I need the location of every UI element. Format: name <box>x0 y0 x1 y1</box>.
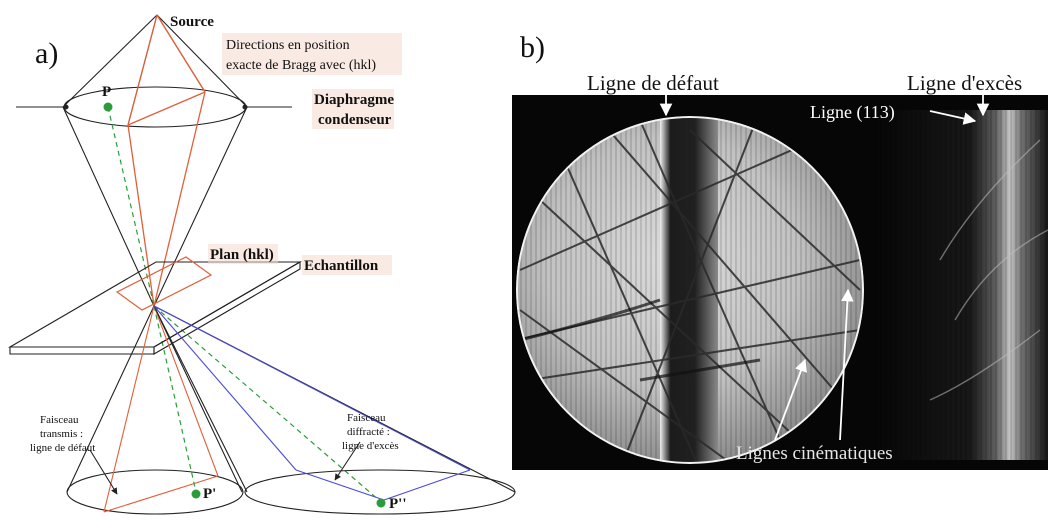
defect-line-label: Ligne de défaut <box>587 71 719 95</box>
diffracted-label-line2: diffracté : <box>347 426 390 438</box>
sample-label: Echantillon <box>304 258 379 274</box>
excess-line-label: Ligne d'excès <box>907 71 1022 95</box>
bragg-label-line1: Directions en position <box>226 38 350 53</box>
source-label: Source <box>170 14 214 30</box>
diaphragm <box>16 86 292 128</box>
diaphragm-label-line1: Diaphragme <box>314 92 394 108</box>
sample-highlight <box>302 255 392 275</box>
panel-b-label: b) <box>520 31 545 64</box>
diffracted-label-line1: Faisceau <box>347 412 386 424</box>
line-113-label: Ligne (113) <box>810 102 895 123</box>
transmitted-label-line1: Faisceau <box>40 414 79 426</box>
transmitted-label-line2: transmis : <box>40 428 83 440</box>
plane-highlight <box>208 244 278 264</box>
kinematic-lines-label: Lignes cinématiques <box>736 443 893 464</box>
panel-a-label: a) <box>35 37 58 70</box>
hkl-plane <box>115 256 213 311</box>
point-p2-marker <box>376 498 386 508</box>
transmitted-disc <box>516 116 864 464</box>
diaphragm-label-line2: condenseur <box>318 112 392 128</box>
point-p1-marker <box>191 489 201 499</box>
diaphragm-highlight <box>312 89 394 129</box>
point-p1-label: P' <box>203 486 216 502</box>
plane-label: Plan (hkl) <box>210 247 274 263</box>
point-p-marker <box>103 102 113 112</box>
transmitted-label-line3: ligne de défaut <box>30 442 95 454</box>
panel-a-diagram: a) Source Directions en position exacte … <box>7 14 516 515</box>
label-pointers <box>89 441 361 495</box>
diffracted-cone <box>153 305 516 515</box>
micrograph-arrows <box>659 84 990 441</box>
sample-slab <box>7 261 303 355</box>
diffracted-label-line3: ligne d'excès <box>342 440 399 452</box>
transmitted-cone <box>66 305 244 515</box>
illumination-cone <box>62 14 248 126</box>
point-p-label: P <box>102 84 111 100</box>
panel-b-micrograph: b) <box>512 31 1048 470</box>
point-p2-label: P'' <box>389 496 407 512</box>
ray-p-path <box>107 106 381 502</box>
bragg-highlight <box>222 33 402 75</box>
converging-cone <box>62 106 248 307</box>
bragg-label-line2: exacte de Bragg avec (hkl) <box>226 58 376 73</box>
